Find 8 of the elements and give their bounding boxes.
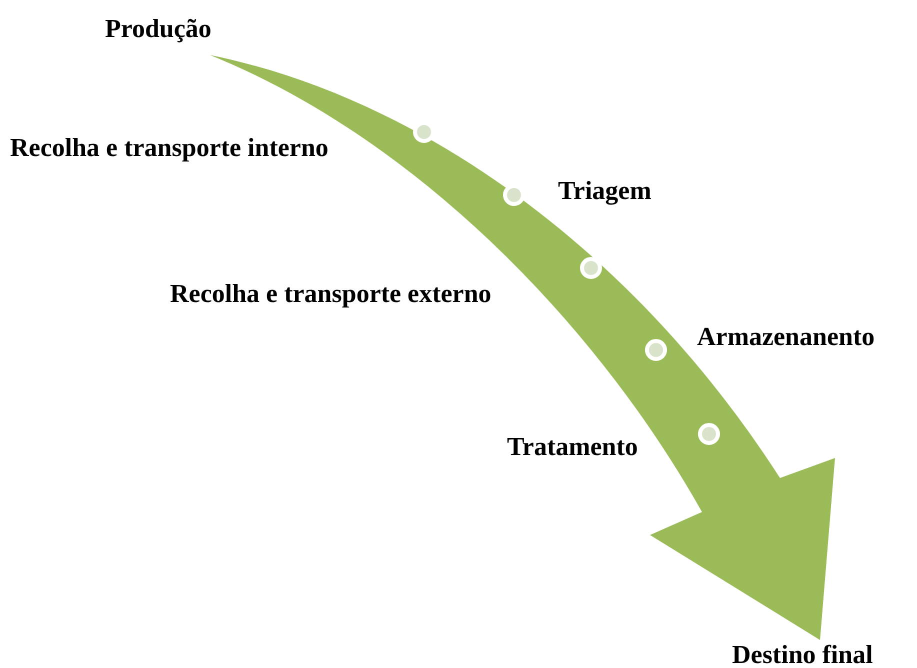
stage-label: Tratamento [507, 432, 638, 462]
stage-label: Recolha e transporte interno [10, 133, 328, 163]
stage-label: Destino final [732, 640, 873, 668]
curved-arrow [210, 55, 835, 640]
stage-label: Recolha e transporte externo [170, 279, 492, 309]
stage-label: Produção [105, 14, 212, 44]
stage-label: Armazenanento [697, 322, 875, 352]
stage-label: Triagem [558, 176, 652, 206]
